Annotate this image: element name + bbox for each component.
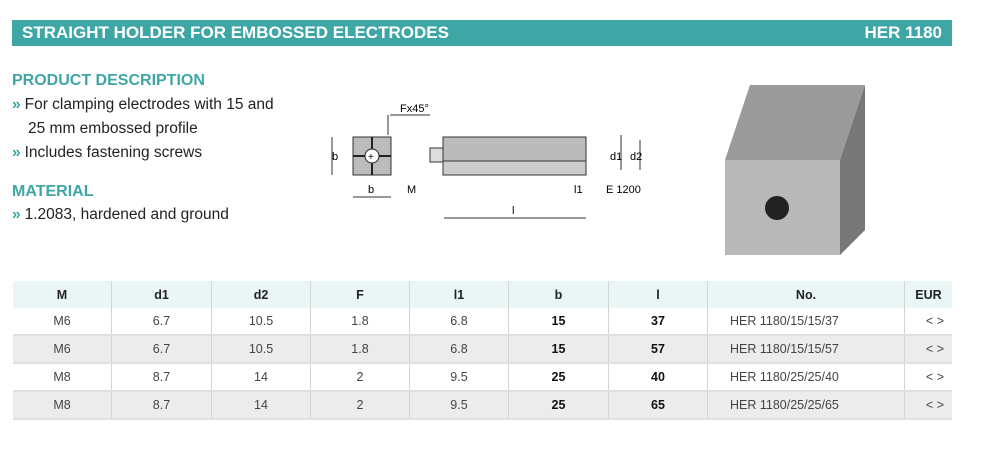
table-cell: 9.5 <box>409 391 509 420</box>
table-cell: M6 <box>13 308 112 336</box>
table-cell: HER 1180/25/25/40 <box>707 363 905 392</box>
dim-m: M <box>407 184 416 196</box>
col-header: d2 <box>211 281 311 308</box>
list-item-text: 25 mm embossed profile <box>28 120 198 137</box>
table-cell: 65 <box>608 391 708 420</box>
table-cell: 25 <box>508 391 609 420</box>
table-cell: 10.5 <box>211 308 311 336</box>
list-item-text: Includes fastening screws <box>24 144 203 161</box>
table-cell: 57 <box>608 335 708 364</box>
product-image <box>725 85 865 255</box>
col-header: l <box>608 281 708 308</box>
table-cell: 15 <box>508 308 609 336</box>
table-cell: 8.7 <box>111 391 212 420</box>
material-heading: MATERIAL <box>12 183 94 200</box>
chevron-icon: » <box>12 144 21 161</box>
table-cell: 9.5 <box>409 363 509 392</box>
table-cell: HER 1180/25/25/65 <box>707 391 905 420</box>
dim-chamfer: Fx45° <box>400 103 429 115</box>
table-cell: 14 <box>211 391 311 420</box>
col-header: d1 <box>111 281 212 308</box>
col-header: F <box>310 281 410 308</box>
table-cell: M6 <box>13 335 112 364</box>
col-header: b <box>508 281 609 308</box>
material-list: »1.2083, hardened and ground <box>12 203 312 227</box>
product-title: STRAIGHT HOLDER FOR EMBOSSED ELECTRODES <box>22 23 449 42</box>
list-item: »For clamping electrodes with 15 and 25 m… <box>12 93 312 141</box>
table-cell: 6.8 <box>409 335 509 364</box>
price-toggle[interactable]: < > <box>904 308 952 336</box>
dim-l1: l1 <box>574 184 583 196</box>
dim-b-bottom: b <box>368 184 374 196</box>
dim-d1: d1 <box>610 151 622 163</box>
list-item-text: For clamping electrodes with 15 and <box>24 96 274 113</box>
table-cell: 6.7 <box>111 308 212 336</box>
col-header: M <box>13 281 112 308</box>
table-cell: HER 1180/15/15/57 <box>707 335 905 364</box>
dim-l: l <box>512 205 514 217</box>
table-cell: 10.5 <box>211 335 311 364</box>
title-bar: STRAIGHT HOLDER FOR EMBOSSED ELECTRODES … <box>12 20 952 46</box>
table-cell: HER 1180/15/15/37 <box>707 308 905 336</box>
table-cell: 6.7 <box>111 335 212 364</box>
table-cell: 14 <box>211 363 311 392</box>
table-cell: 2 <box>310 391 410 420</box>
table-cell: 40 <box>608 363 708 392</box>
product-code: HER 1180 <box>864 23 943 42</box>
price-toggle[interactable]: < > <box>904 363 952 392</box>
table-cell: 6.8 <box>409 308 509 336</box>
list-item: »1.2083, hardened and ground <box>12 203 312 227</box>
technical-drawing: + b b Fx45° M l l1 E 1200 d1 d2 <box>331 103 642 219</box>
table-cell: 37 <box>608 308 708 336</box>
price-toggle[interactable]: < > <box>904 391 952 420</box>
col-header: EUR <box>904 281 952 308</box>
dim-b-side: b <box>332 151 338 163</box>
list-item: »Includes fastening screws <box>12 141 312 165</box>
list-item-text: 1.2083, hardened and ground <box>24 206 229 223</box>
chevron-icon: » <box>12 206 21 223</box>
col-header: l1 <box>409 281 509 308</box>
description-heading: PRODUCT DESCRIPTION <box>12 72 205 89</box>
table-cell: M8 <box>13 363 112 392</box>
col-header: No. <box>707 281 905 308</box>
price-toggle[interactable]: < > <box>904 335 952 364</box>
table-cell: 1.8 <box>310 335 410 364</box>
dim-e: E 1200 <box>606 184 641 196</box>
table-cell: 2 <box>310 363 410 392</box>
svg-text:+: + <box>368 152 374 163</box>
table-cell: M8 <box>13 391 112 420</box>
table-header-row: M d1 d2 F l1 b l No. EUR <box>13 281 952 308</box>
table-cell: 1.8 <box>310 308 410 336</box>
table-cell: 8.7 <box>111 363 212 392</box>
chevron-icon: » <box>12 96 21 113</box>
table-cell: 15 <box>508 335 609 364</box>
dim-d2: d2 <box>630 151 642 163</box>
table-cell: 25 <box>508 363 609 392</box>
